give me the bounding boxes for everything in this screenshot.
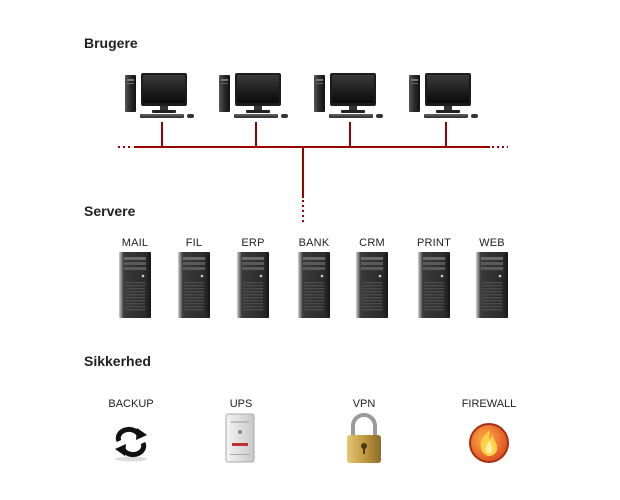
server-label-bank: BANK [298,237,330,249]
server-label-crm: CRM [359,237,385,249]
server-tower-icon [298,252,330,318]
server-label-mail: MAIL [121,237,149,249]
firewall-flame-icon [467,421,511,465]
desktop-computer-icon [408,70,483,120]
desktop-computer-icon [124,70,199,120]
padlock-icon [345,412,383,466]
server-label-erp: ERP [241,237,265,249]
security-heading: Sikkerhed [84,353,151,369]
backup-cycle-icon [109,422,153,464]
server-tower-icon [476,252,508,318]
desktop-computer-icon [313,70,388,120]
server-tower-icon [237,252,269,318]
security-label-ups: UPS [229,398,253,410]
server-tower-icon [356,252,388,318]
server-tower-icon [178,252,210,318]
users-heading: Brugere [84,35,138,51]
servers-heading: Servere [84,203,136,219]
server-label-web: WEB [479,237,505,249]
server-label-fil: FIL [185,237,203,249]
server-tower-icon [418,252,450,318]
server-label-print: PRINT [417,237,451,249]
server-tower-icon [119,252,151,318]
desktop-computer-icon [218,70,293,120]
security-label-vpn: VPN [352,398,376,410]
security-label-backup: BACKUP [108,398,154,410]
ups-unit-icon [225,412,257,466]
security-label-firewall: FIREWALL [461,398,517,410]
